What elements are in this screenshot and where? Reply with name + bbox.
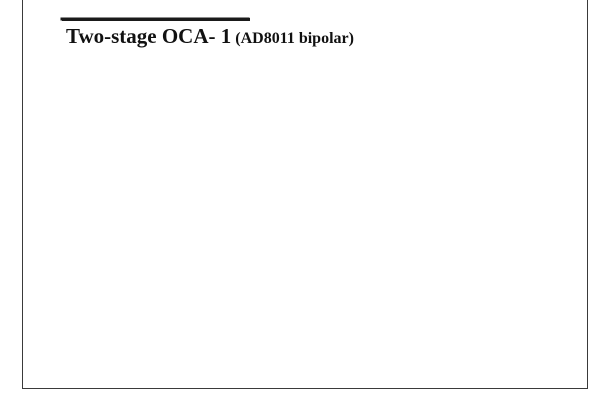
slide-title: Two-stage OCA- 1 (AD8011 bipolar): [66, 24, 354, 49]
slide-frame: [22, 0, 588, 389]
title-main: Two-stage OCA- 1: [66, 24, 232, 48]
title-sub: (AD8011 bipolar): [231, 30, 354, 47]
